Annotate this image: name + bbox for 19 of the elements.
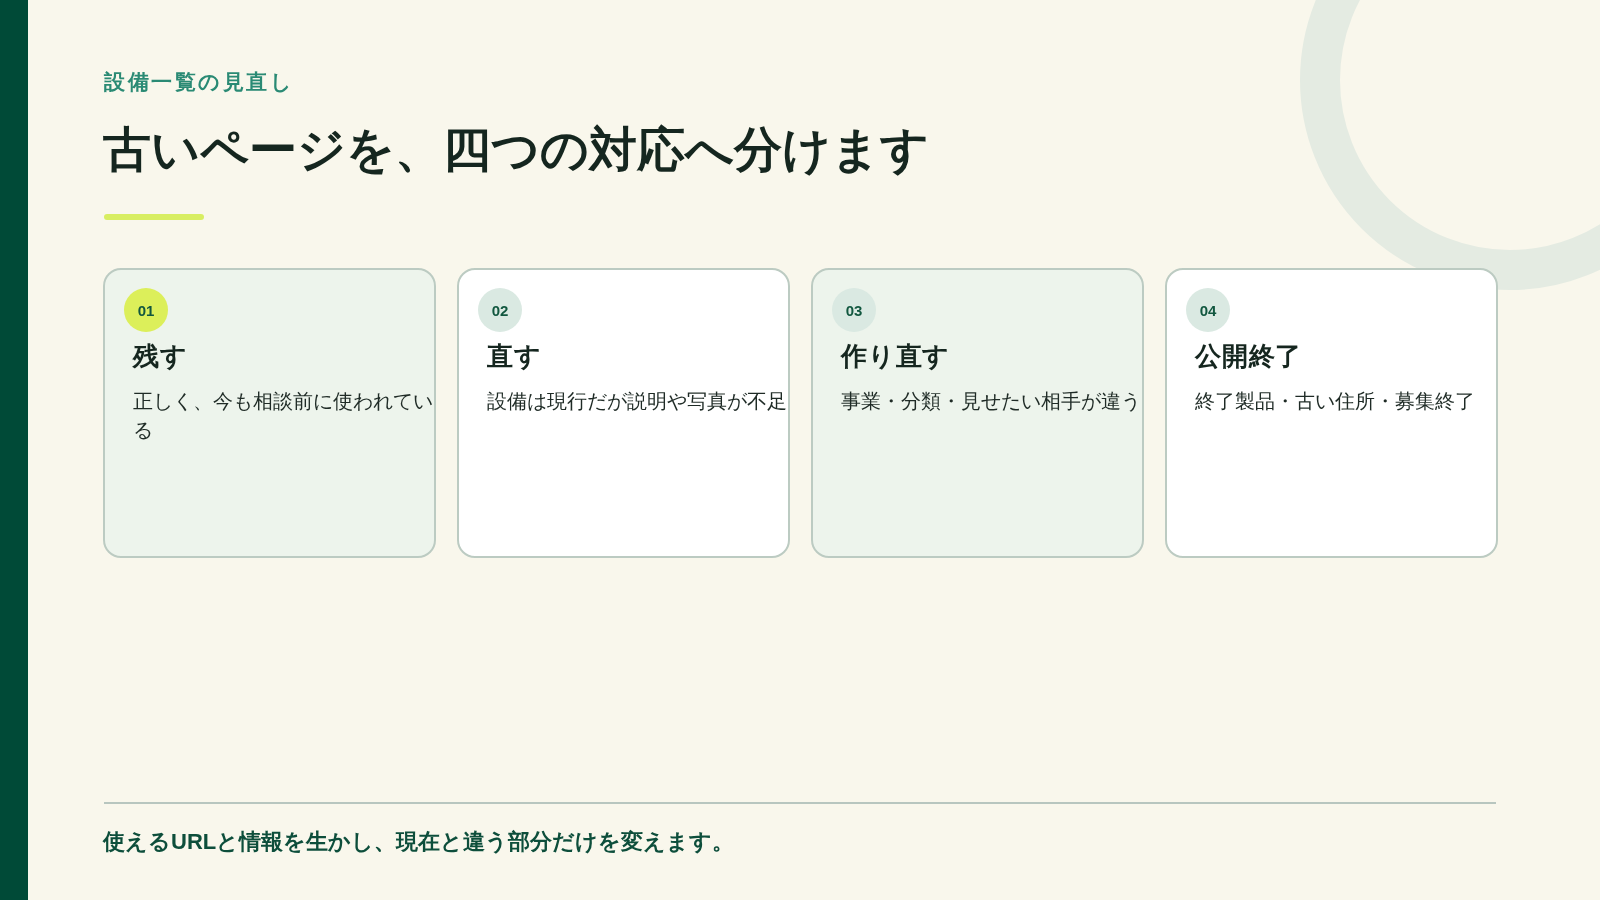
- option-card: [1165, 268, 1498, 558]
- card-description: 終了製品・古い住所・募集終了: [1195, 389, 1476, 414]
- card-description: 設備は現行だが説明や写真が不足: [487, 389, 788, 414]
- card-title: 直す: [487, 340, 542, 373]
- step-number-badge: 04: [1186, 288, 1230, 332]
- footer-note: 使えるURLと情報を生かし、現在と違う部分だけを変えます。: [103, 828, 735, 856]
- card-title: 作り直す: [841, 340, 951, 373]
- card-title: 残す: [133, 340, 188, 373]
- option-card: [811, 268, 1144, 558]
- section-eyebrow: 設備一覧の見直し: [104, 69, 295, 95]
- page-title: 古いページを、四つの対応へ分けます: [103, 122, 929, 178]
- option-card: [457, 268, 790, 558]
- card-description: 事業・分類・見せたい相手が違う: [841, 389, 1142, 414]
- card-title: 公開終了: [1195, 340, 1303, 373]
- option-card: [103, 268, 436, 558]
- step-number-badge: 02: [478, 288, 522, 332]
- card-description: 正しく、今も相談前に使われている: [133, 389, 434, 443]
- step-number-badge: 03: [832, 288, 876, 332]
- step-number-badge: 01: [124, 288, 168, 332]
